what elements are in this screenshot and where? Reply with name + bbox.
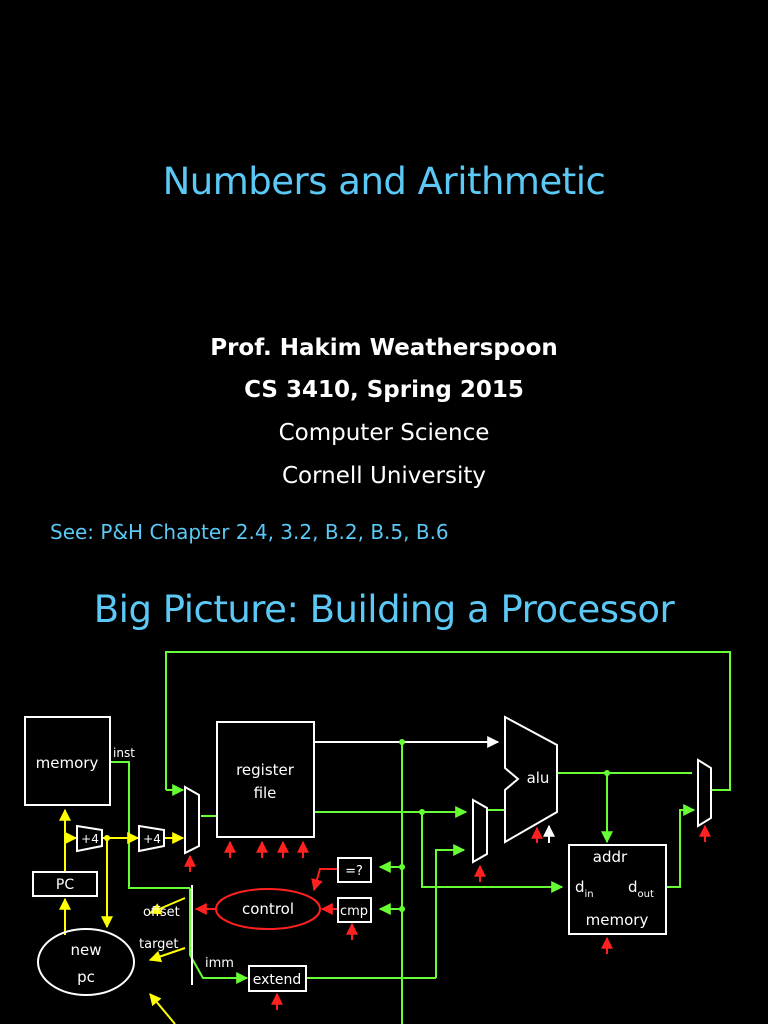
slide-title: Numbers and Arithmetic — [162, 160, 606, 203]
wire-junctions — [399, 739, 610, 912]
addr-label: addr — [593, 848, 628, 866]
target-label: target — [139, 937, 179, 952]
imm-label: imm — [205, 956, 234, 971]
pc-path-wires — [59, 808, 186, 1024]
new-pc-label-1: new — [70, 941, 101, 959]
datapath-wires — [110, 651, 731, 1024]
slide2-title: Big Picture: Building a Processor — [93, 588, 675, 631]
pc-label: PC — [56, 877, 74, 893]
processor-diagram: memory inst register file alu +4 +4 PC n… — [24, 651, 731, 1024]
university: Cornell University — [281, 463, 487, 489]
control-label: control — [242, 900, 294, 918]
control-unit — [215, 888, 321, 930]
course-name: CS 3410, Spring 2015 — [244, 377, 524, 403]
component-boxes — [24, 715, 712, 996]
alu-label: alu — [527, 769, 550, 787]
control-signals — [184, 824, 711, 1010]
data-memory-label: memory — [586, 911, 649, 929]
department: Computer Science — [278, 420, 490, 446]
new-pc-label-2: pc — [77, 968, 95, 986]
register-label: register — [236, 761, 295, 779]
reading-reference: See: P&H Chapter 2.4, 3.2, B.2, B.5, B.6 — [50, 520, 449, 544]
memory-label: memory — [36, 754, 99, 772]
inst-label: inst — [113, 746, 135, 760]
din-label: din — [575, 878, 594, 900]
eq-label: =? — [345, 864, 363, 879]
plus4-label-a: +4 — [81, 832, 99, 846]
plus4-label-b: +4 — [143, 832, 161, 846]
cmp-label: cmp — [340, 904, 368, 919]
offset-label: offset — [143, 905, 180, 920]
dout-label: dout — [628, 878, 654, 900]
author-name: Prof. Hakim Weatherspoon — [210, 335, 558, 361]
extend-label: extend — [253, 972, 302, 988]
file-label: file — [254, 784, 277, 802]
